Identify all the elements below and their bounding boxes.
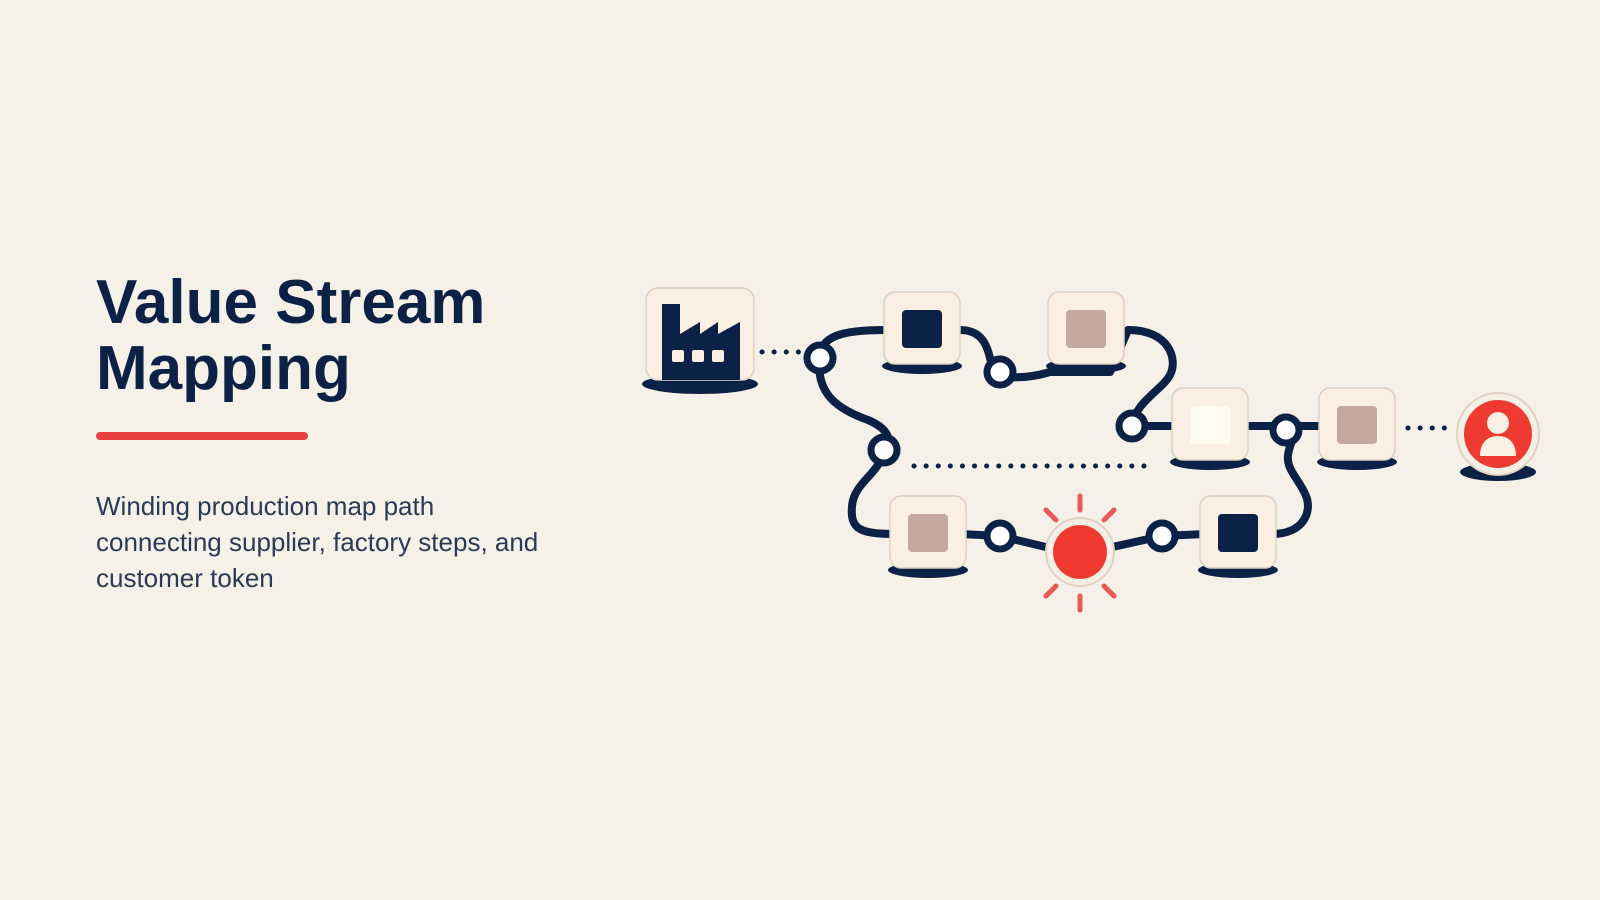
path-node xyxy=(1269,413,1303,447)
factory-icon xyxy=(662,304,740,380)
bottleneck-core xyxy=(1053,525,1107,579)
path-segment-left-loop xyxy=(847,446,902,538)
step-marker xyxy=(1218,514,1258,552)
supplier-tile xyxy=(642,287,758,394)
path-node xyxy=(1115,409,1149,443)
burst-icon xyxy=(1043,493,1117,613)
subtitle: Winding production map path connecting s… xyxy=(96,491,539,593)
process-step-3 xyxy=(1170,387,1250,470)
process-step-4 xyxy=(1317,387,1397,470)
step-marker xyxy=(908,514,948,552)
title-line-1: Value Stream xyxy=(96,268,486,337)
step-marker xyxy=(1190,406,1230,444)
process-step-6 xyxy=(1198,495,1278,578)
process-step-5 xyxy=(888,495,968,578)
path-node xyxy=(1145,519,1179,553)
path-node xyxy=(867,433,901,467)
process-step-1 xyxy=(882,291,962,374)
step-marker xyxy=(1066,310,1106,348)
title-accent-bar xyxy=(96,432,308,440)
path-node xyxy=(983,355,1017,389)
customer-token xyxy=(1456,392,1540,481)
path-segment-top xyxy=(816,326,1177,430)
step-marker xyxy=(1337,406,1377,444)
dotted-connectors xyxy=(759,349,1453,469)
title-line-2: Mapping xyxy=(96,334,351,403)
page-title: Value Stream Mapping xyxy=(96,270,576,402)
process-step-2 xyxy=(1046,291,1126,374)
path-node xyxy=(983,519,1017,553)
path-nodes xyxy=(803,341,1303,553)
path-node xyxy=(803,341,837,375)
step-marker xyxy=(902,310,942,348)
person-icon xyxy=(1480,412,1516,456)
